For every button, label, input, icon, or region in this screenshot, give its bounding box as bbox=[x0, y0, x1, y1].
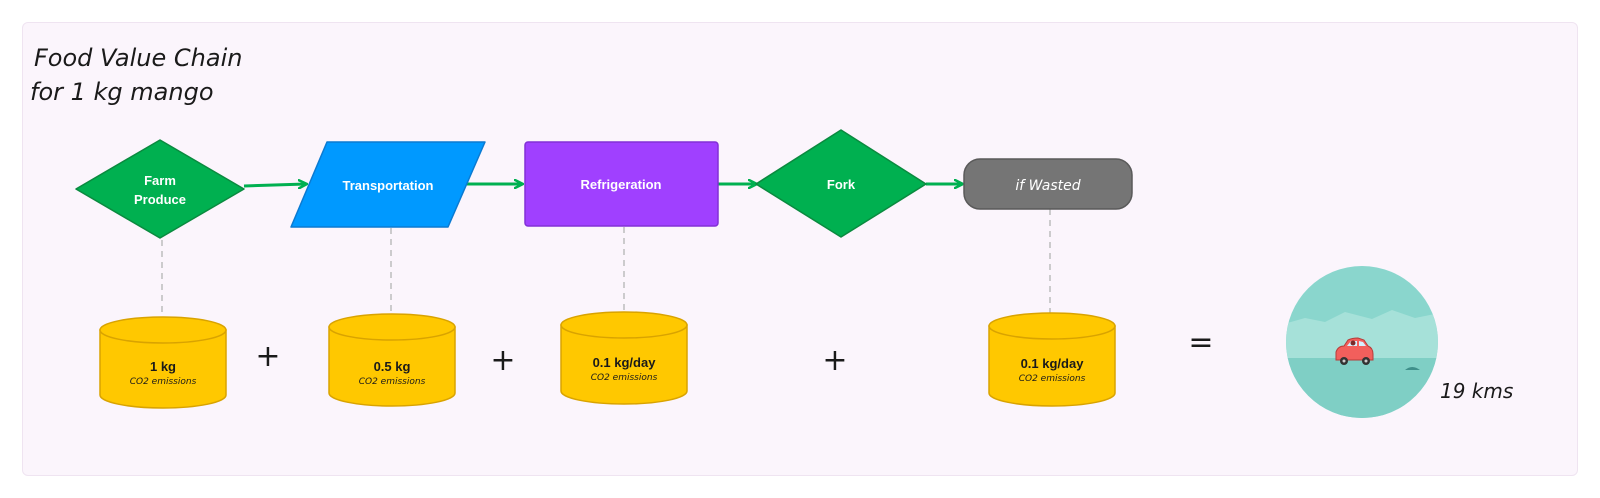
plus-sign-2: + bbox=[490, 343, 515, 378]
node-farm-produce[interactable]: Farm Produce bbox=[75, 139, 245, 239]
title-line-1: Food Value Chain bbox=[34, 44, 242, 72]
emission-unit-2: CO2 emissions bbox=[359, 377, 426, 387]
cylinder-body bbox=[560, 324, 688, 405]
cylinder-top bbox=[560, 311, 688, 339]
cylinder-top bbox=[328, 313, 456, 341]
cylinder-body bbox=[99, 329, 227, 409]
emission-value-3: 0.1 kg/day bbox=[593, 355, 657, 370]
rock bbox=[1405, 367, 1420, 370]
emission-value-4: 0.1 kg/day bbox=[1021, 356, 1085, 371]
farm-label-line-1: Farm bbox=[144, 173, 176, 188]
title-line-2: for 1 kg mango bbox=[30, 78, 214, 106]
car-illustration bbox=[1286, 266, 1438, 418]
node-fork[interactable]: Fork bbox=[755, 129, 927, 238]
emission-value-2: 0.5 kg bbox=[374, 359, 411, 374]
farm-diamond-shape bbox=[75, 139, 245, 239]
fork-label: Fork bbox=[827, 177, 856, 192]
arrow-farm-to-transport bbox=[243, 184, 306, 186]
refrigeration-label: Refrigeration bbox=[581, 177, 662, 192]
emission-unit-4: CO2 emissions bbox=[1019, 374, 1086, 384]
node-if-wasted[interactable]: if Wasted bbox=[963, 158, 1133, 210]
cylinder-top bbox=[99, 316, 227, 344]
ground bbox=[1286, 358, 1438, 418]
emission-cylinder-2: 0.5 kg CO2 emissions bbox=[328, 313, 456, 407]
emission-cylinder-1: 1 kg CO2 emissions bbox=[99, 316, 227, 409]
transportation-label: Transportation bbox=[342, 178, 433, 193]
node-refrigeration[interactable]: Refrigeration bbox=[524, 141, 719, 227]
cylinder-body bbox=[328, 326, 456, 407]
equals-sign: = bbox=[1188, 325, 1213, 360]
flow-arrows bbox=[243, 184, 962, 186]
cylinder-top bbox=[988, 312, 1116, 340]
emission-unit-1: CO2 emissions bbox=[130, 377, 197, 387]
plus-sign-1: + bbox=[255, 339, 280, 374]
transportation-shape bbox=[290, 141, 486, 228]
mountains bbox=[1286, 310, 1438, 360]
dashed-connectors bbox=[161, 209, 1051, 320]
fork-diamond-shape bbox=[755, 129, 927, 238]
node-transportation[interactable]: Transportation bbox=[290, 141, 486, 228]
emission-cylinder-3: 0.1 kg/day CO2 emissions bbox=[560, 311, 688, 405]
car-icon bbox=[1335, 337, 1374, 365]
farm-label-line-2: Produce bbox=[134, 192, 186, 207]
wasted-label: if Wasted bbox=[1015, 178, 1080, 194]
emission-value-1: 1 kg bbox=[150, 359, 176, 374]
result-distance: 19 kms bbox=[1440, 379, 1513, 403]
plus-sign-3: + bbox=[822, 343, 847, 378]
cylinder-body bbox=[988, 325, 1116, 407]
emission-cylinder-4: 0.1 kg/day CO2 emissions bbox=[988, 312, 1116, 407]
wasted-shape bbox=[963, 158, 1133, 210]
refrigeration-shape bbox=[524, 141, 719, 227]
emission-unit-3: CO2 emissions bbox=[591, 373, 658, 383]
